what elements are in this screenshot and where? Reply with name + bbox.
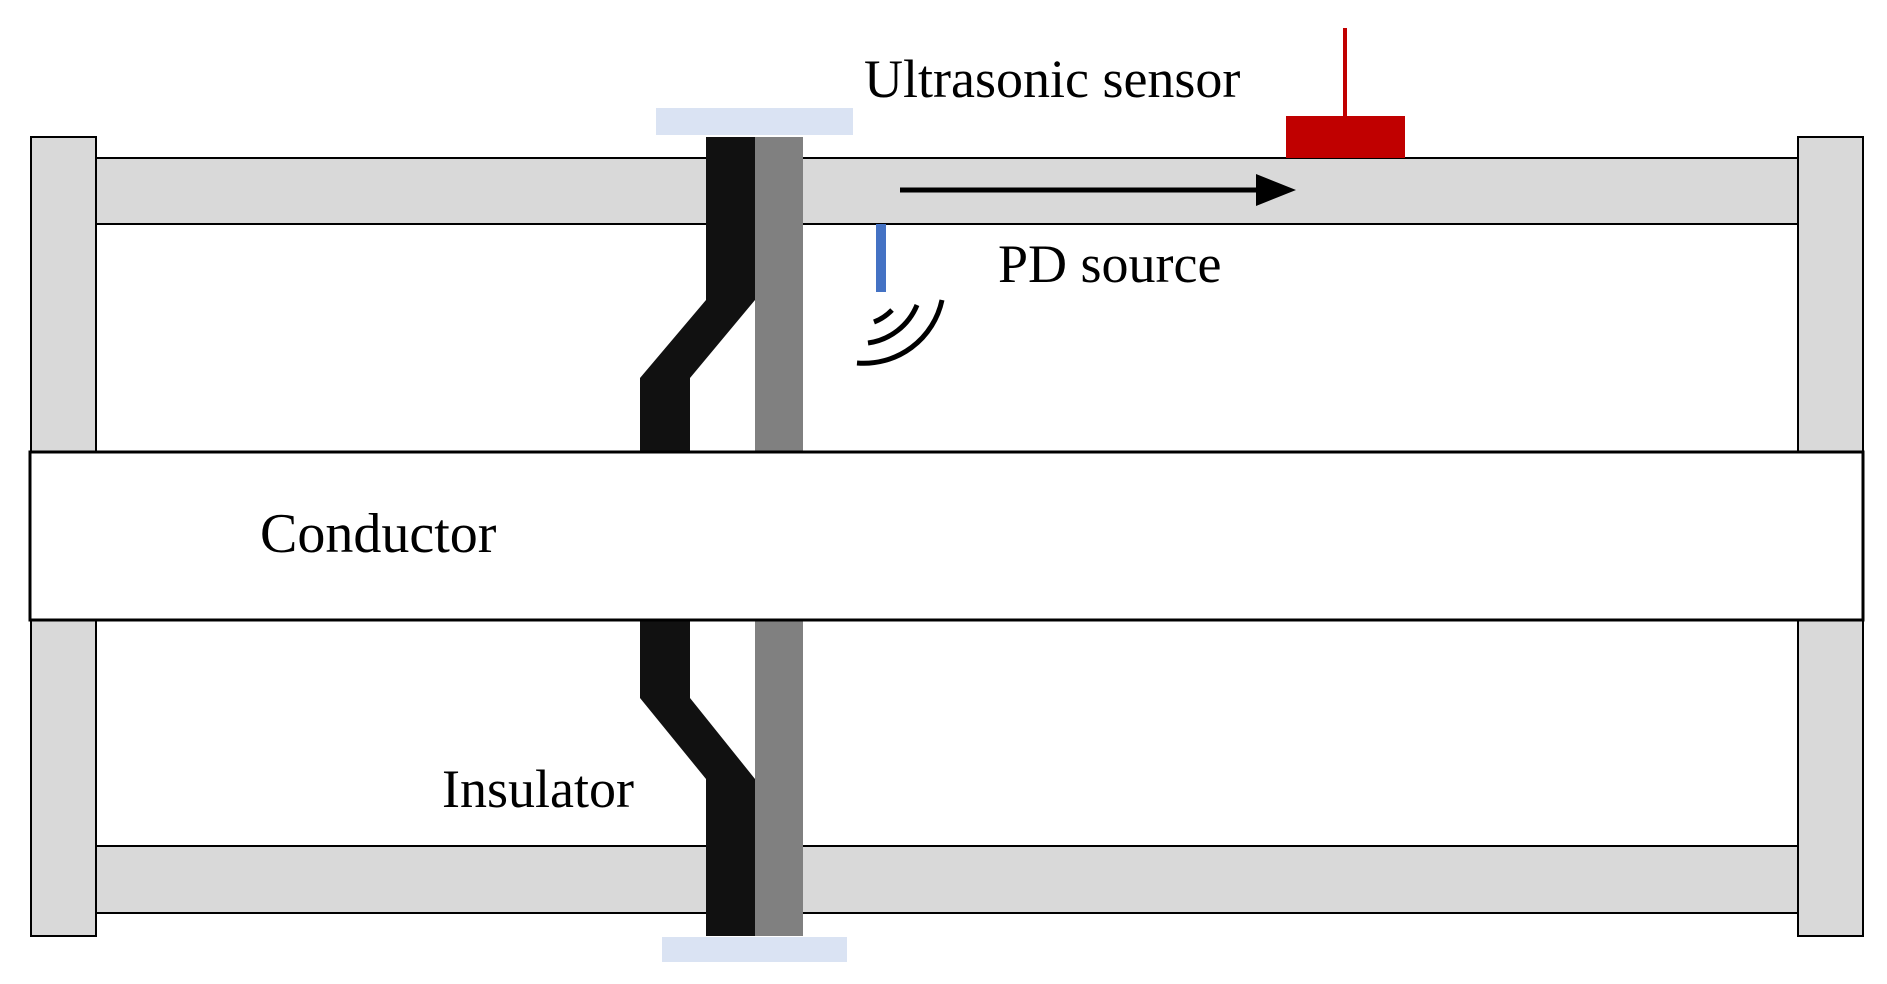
insulator-black-body-lower <box>640 620 755 936</box>
insulator-bottom-pad <box>662 937 847 962</box>
enclosure-left-flange-lower <box>30 619 97 937</box>
enclosure-left-flange-upper <box>30 136 97 453</box>
enclosure-bottom-wall <box>95 845 1799 914</box>
ultrasonic-sensor-label: Ultrasonic sensor <box>864 49 1240 109</box>
conductor-label: Conductor <box>260 503 497 565</box>
enclosure-right-flange-upper <box>1797 136 1864 453</box>
pd-source <box>876 224 886 292</box>
conductor <box>28 450 1865 622</box>
propagation-arrow-head <box>1256 174 1296 206</box>
insulator-gray-rod-lower <box>755 620 803 936</box>
insulator-label: Insulator <box>442 759 634 819</box>
pd-source-label: PD source <box>998 234 1221 294</box>
insulator-top-pad <box>656 108 853 135</box>
acoustic-waves-icon <box>856 299 945 366</box>
enclosure-right-flange-lower <box>1797 619 1864 937</box>
insulator-gray-rod-upper <box>755 137 803 452</box>
ultrasonic-sensor <box>1286 116 1405 158</box>
insulator-black-body-upper <box>640 137 755 452</box>
